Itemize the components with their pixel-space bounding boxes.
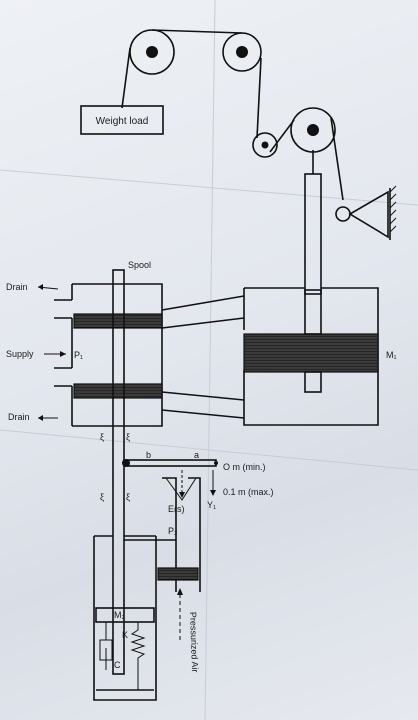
b-label: b: [146, 450, 151, 460]
spool-rod: [112, 269, 125, 675]
svg-text:ξ: ξ: [100, 432, 104, 442]
m1-label: M₁: [386, 350, 397, 360]
pulley-small: [252, 132, 278, 158]
m2-label: M₂: [114, 610, 125, 620]
pulley-left: [129, 29, 175, 75]
pivot-support: [335, 185, 397, 240]
nozzle-block: [157, 567, 199, 581]
k-label: K: [122, 630, 128, 640]
svg-text:ξ: ξ: [100, 492, 104, 502]
om-min-label: O m (min.): [223, 462, 266, 472]
main-cylinder: [243, 287, 379, 426]
spool-label: Spool: [128, 260, 151, 270]
valve-body: [54, 283, 163, 427]
supply-label: Supply: [6, 349, 34, 359]
spool-land-lower: [73, 383, 163, 399]
weight-load-label: Weight load: [96, 116, 149, 127]
pipes: [161, 295, 245, 419]
main-piston: [243, 333, 379, 373]
lower-cylinder: [93, 535, 157, 701]
a-label: a: [194, 450, 199, 460]
svg-text:ξ: ξ: [126, 492, 130, 502]
piston-rod-upper: [304, 173, 322, 295]
pulley-large: [290, 107, 336, 153]
pulley-right: [222, 32, 262, 72]
max-label: 0.1 m (max.): [223, 487, 274, 497]
p1-label: P₁: [74, 350, 83, 360]
drain-bottom-label: Drain: [8, 412, 30, 422]
mass-m2: [95, 607, 155, 623]
es-inlet: [162, 470, 201, 592]
spring-marks: ξ ξ ξ ξ: [100, 432, 130, 502]
pressurized-air-label: Pressurized Air: [188, 612, 200, 673]
es-label: E(s): [168, 504, 185, 514]
c-label: C: [114, 660, 121, 670]
weight-load-box: [80, 105, 164, 135]
lever-arm: [122, 459, 218, 467]
p2-label: P₂: [168, 526, 178, 536]
spool-land-upper: [73, 313, 163, 329]
svg-text:ξ: ξ: [126, 432, 130, 442]
drain-top-label: Drain: [6, 282, 28, 292]
rope: [121, 29, 344, 201]
y1-label: Y₁: [207, 500, 216, 510]
